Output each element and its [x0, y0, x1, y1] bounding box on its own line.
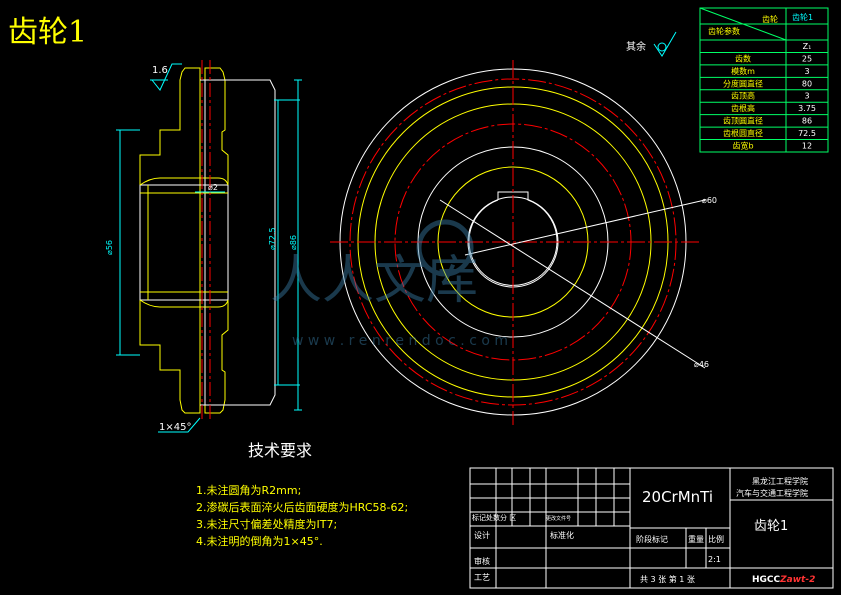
title-block [469, 467, 834, 589]
material: 20CrMnTi [642, 488, 713, 506]
dim-circle-a: ⌀60 [702, 196, 717, 205]
table-row-value: 12 [802, 142, 812, 151]
drawing-number: HGCCZawt-2 [752, 575, 815, 585]
dim-outer-dia: ⌀86 [289, 235, 298, 250]
table-header-right: 齿轮1 [792, 12, 813, 22]
tech-req-list: 1.未注圆角为R2mm; 2.渗碳后表面淬火后齿面硬度为HRC58-62; 3.未注… [196, 483, 408, 548]
table-row-label: 齿根高 [731, 103, 755, 113]
school-name: 黑龙江工程学院 [752, 476, 808, 486]
weight-label: 重量 [688, 534, 704, 544]
gear-param-table: 齿轮 齿轮参数 齿轮1 Z₁ 齿数 25 模数m 3 分度圆直径 80 齿顶高 3 齿根高 3.75… [699, 7, 829, 153]
revision-label: 标记处数分 区 [472, 513, 516, 522]
table-row-value: 3.75 [798, 104, 816, 113]
dim-bore-chamfer: ⌀2 [208, 183, 218, 192]
drawing-title: 齿轮1 [8, 15, 87, 50]
sheet-count: 共 3 张 第 1 张 [640, 574, 695, 584]
tech-req-item: 4.未注明的倒角为1×45°. [196, 534, 323, 548]
front-view: ⌀60 ⌀46 [330, 60, 717, 425]
watermark-text: 人人文库 [270, 251, 478, 311]
design-label: 设计 [474, 530, 490, 540]
dept-name: 汽车与交通工程学院 [736, 488, 808, 498]
table-row-label: 齿根圆直径 [723, 128, 763, 138]
stage-label: 阶段标记 [636, 534, 668, 544]
revision-extra: 更改文件号 [546, 515, 571, 522]
table-row-value: 80 [802, 79, 812, 88]
section-view: ⌀56 ⌀72.5 ⌀86 ⌀2 1×45° 1.6 [105, 60, 302, 433]
section-profile-right [204, 67, 229, 414]
part-name: 齿轮1 [754, 519, 788, 534]
review-label: 审核 [474, 556, 490, 566]
dim-circle-b: ⌀46 [694, 360, 709, 369]
table-row-label: 齿数 [735, 53, 751, 63]
tech-req-item: 2.渗碳后表面淬火后齿面硬度为HRC58-62; [196, 500, 408, 514]
std-label: 标准化 [550, 530, 574, 540]
table-row-value: 3 [804, 67, 809, 76]
watermark-url: w w w . r e n r e n d o c . c o m [292, 333, 508, 349]
table-row-value: 86 [802, 117, 812, 126]
scale-value: 2:1 [708, 555, 721, 564]
table-row-label: 齿宽b [732, 141, 753, 151]
table-header-mid: 齿轮 [762, 14, 778, 24]
table-row-value: Z₁ [803, 42, 812, 51]
section-dimensions [116, 63, 302, 433]
keyway-bore [468, 191, 558, 286]
tech-req-item: 1.未注圆角为R2mm; [196, 483, 301, 497]
section-profile-left [139, 67, 201, 414]
other-finish-label: 其余 [626, 40, 646, 53]
table-row-label: 齿顶高 [731, 91, 755, 101]
table-row-label: 分度圆直径 [723, 78, 763, 88]
dim-leader-b [439, 199, 706, 369]
tech-req-heading: 技术要求 [248, 441, 312, 460]
dim-leader-a [464, 199, 706, 256]
dim-pitch-dia: ⌀72.5 [268, 227, 277, 250]
dim-hub-dia: ⌀56 [105, 240, 114, 255]
table-row-label: 齿顶圆直径 [723, 116, 763, 126]
scale-label: 比例 [708, 534, 724, 544]
table-row-label: 模数m [731, 66, 755, 76]
hub-bore [139, 184, 229, 301]
tech-req-item: 3.未注尺寸偏差处精度为IT7; [196, 517, 337, 531]
table-header-left: 齿轮参数 [708, 26, 740, 36]
dim-chamfer: 1×45° [159, 422, 191, 433]
surface-finish-value: 1.6 [152, 65, 168, 76]
process-label: 工艺 [474, 573, 490, 582]
watermark: 人人文库 w w w . r e n r e n d o c . c o m [270, 219, 508, 349]
table-row-value: 25 [802, 54, 812, 63]
table-row-value: 72.5 [798, 129, 816, 138]
finish-symbol-icon [653, 31, 677, 57]
gear-web [200, 79, 276, 406]
table-row-value: 3 [804, 92, 809, 101]
